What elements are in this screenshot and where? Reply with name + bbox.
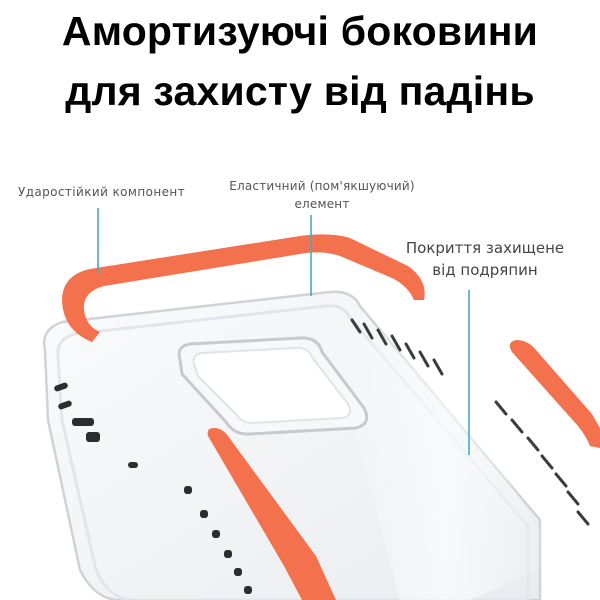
callout-coating-line-2: від подряпин [432,261,538,279]
callout-scratch-coating: Покриття захищене від подряпин [390,237,580,281]
headline-line-1: Амортизуючі боковини [61,8,539,54]
clear-case-body [42,290,560,600]
callout-elastic-line-1: Еластичний (пом'якшуючий) [229,179,415,193]
right-side-grooves [350,318,590,526]
camera-cutout [177,336,369,436]
callout-elastic-element: Еластичний (пом'якшуючий) елемент [222,177,422,213]
callout-elastic-line-2: елемент [294,197,350,211]
shock-strip-right [509,340,600,448]
shock-strip-bottom [207,428,336,600]
callout-lines [97,208,470,455]
callout-coating-line-1: Покриття захищене [405,239,565,257]
callout-shock-component: Ударостійкий компонент [18,185,185,199]
headline-line-2: для захисту від падінь [65,68,535,114]
left-side-grooves [54,382,252,594]
shock-strip-top [62,234,425,342]
